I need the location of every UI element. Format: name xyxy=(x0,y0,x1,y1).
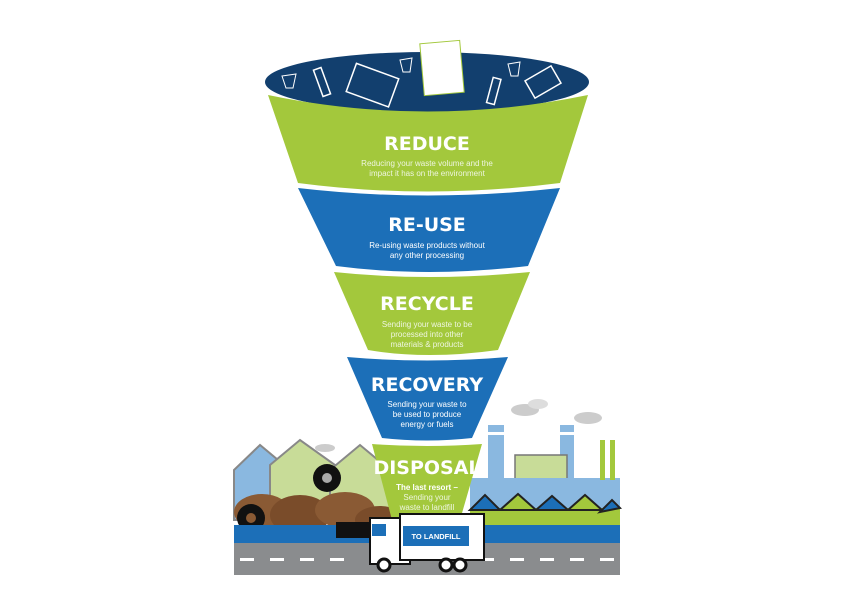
funnel-opening xyxy=(265,39,589,112)
tier-title: RE-USE xyxy=(388,214,466,236)
tier-title: REDUCE xyxy=(384,133,470,155)
landfill-truck: TO LANDFILL xyxy=(336,513,485,573)
truck-sign-text: TO LANDFILL xyxy=(411,532,460,541)
bottle-icon xyxy=(312,66,332,98)
wheel xyxy=(452,557,468,573)
tier-desc: any other processing xyxy=(390,251,464,260)
tier-desc: materials & products xyxy=(391,340,464,349)
factory xyxy=(470,399,620,508)
tier-disposal: DISPOSAL The last resort – Sending your … xyxy=(372,444,482,520)
tier-recycle: RECYCLE Sending your waste to be process… xyxy=(334,272,530,355)
cup-icon xyxy=(399,57,413,73)
tier-desc: Re-using waste products without xyxy=(369,241,485,250)
wipes-pack-icon xyxy=(345,62,400,108)
tier-desc: impact it has on the environment xyxy=(369,169,485,178)
paper-icon xyxy=(419,39,465,97)
cup-icon xyxy=(507,61,521,77)
tier-desc: Sending your waste to be xyxy=(382,320,473,329)
tier-desc: processed into other xyxy=(391,330,464,339)
cup-icon xyxy=(281,73,297,89)
tier-desc: The last resort – xyxy=(396,483,458,492)
tier-title: RECOVERY xyxy=(371,374,483,396)
road-markings xyxy=(240,558,614,561)
tier-title: RECYCLE xyxy=(380,293,474,315)
tier-desc: Sending your xyxy=(403,493,450,502)
tier-reuse: RE-USE Re-using waste products without a… xyxy=(298,188,560,272)
tier-desc: waste to landfill xyxy=(399,503,455,512)
tier-desc: energy or fuels xyxy=(401,420,454,429)
tier-recovery: RECOVERY Sending your waste to be used t… xyxy=(347,357,508,441)
tier-desc: be used to produce xyxy=(393,410,462,419)
tier-desc: Reducing your waste volume and the xyxy=(361,159,493,168)
bottle-icon xyxy=(485,76,502,106)
truck-sign xyxy=(403,526,469,546)
tier-reduce: REDUCE Reducing your waste volume and th… xyxy=(268,95,588,192)
tier-title: DISPOSAL xyxy=(373,457,480,479)
wipes-pack-icon xyxy=(523,64,563,100)
wheel xyxy=(438,557,454,573)
wheel xyxy=(376,557,392,573)
tier-desc: Sending your waste to xyxy=(387,400,467,409)
